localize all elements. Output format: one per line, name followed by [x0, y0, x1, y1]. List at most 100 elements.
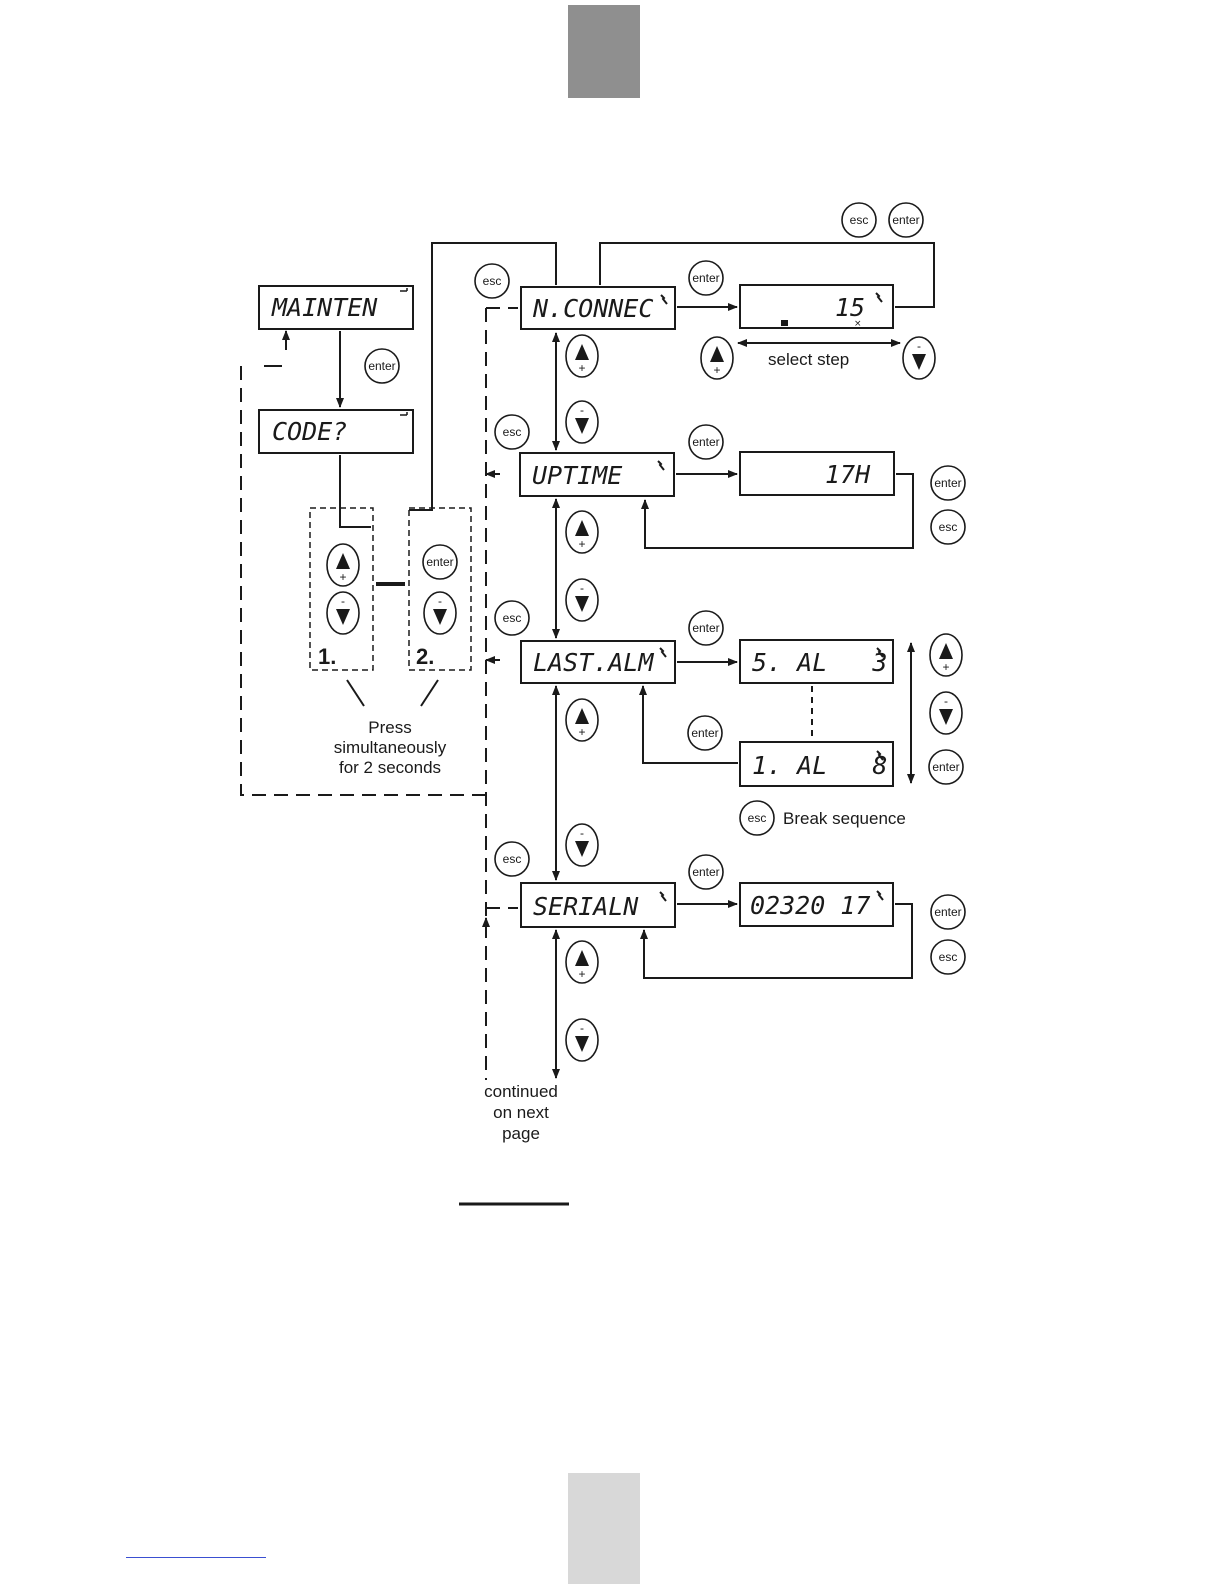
button-sign-label: + — [578, 725, 585, 739]
lcd-mainten-text: MAINTEN — [271, 293, 378, 322]
lcd-mainten — [258, 285, 414, 330]
button-sign-label: - — [580, 581, 584, 595]
arrow-down-icon — [575, 596, 589, 612]
button-sign-label: + — [713, 363, 720, 377]
minus-button[interactable]: - — [565, 400, 599, 444]
dashed-group-2 — [408, 507, 472, 671]
esc-button[interactable]: esc — [494, 414, 530, 450]
esc-button-label: esc — [939, 950, 958, 964]
continued-label-line1: continued — [484, 1082, 558, 1101]
lcd-serialn-text: SERIALN — [533, 892, 639, 921]
minus-button[interactable]: - — [326, 591, 360, 635]
lcd-indicator-icon — [781, 320, 788, 326]
lcd-code — [258, 409, 414, 454]
arrow-down-icon — [575, 841, 589, 857]
plus-button[interactable]: + — [565, 334, 599, 378]
minus-button[interactable]: - — [565, 1018, 599, 1062]
lcd-code-text: CODE? — [272, 417, 347, 446]
esc-button-label: esc — [503, 611, 522, 625]
arrow-down-icon — [575, 1036, 589, 1052]
button-sign-label: - — [438, 594, 442, 608]
button-sign-label: + — [578, 537, 585, 551]
select-step-label: select step — [768, 350, 849, 369]
enter-button[interactable]: enter — [364, 348, 400, 384]
lcd-nconnec-value — [739, 284, 894, 329]
step-1-label: 1. — [318, 644, 336, 669]
arrow-up-icon — [575, 708, 589, 724]
plus-button[interactable]: + — [565, 940, 599, 984]
enter-button[interactable]: enter — [928, 749, 964, 785]
esc-button-label: esc — [748, 811, 767, 825]
button-sign-label: + — [578, 967, 585, 981]
esc-button-label: esc — [503, 425, 522, 439]
footer-link-underline — [126, 1557, 266, 1558]
button-sign-label: - — [580, 1021, 584, 1035]
arrow-down-icon — [336, 609, 350, 625]
lcd-serialn — [520, 882, 676, 928]
esc-button[interactable]: esc — [494, 600, 530, 636]
enter-button[interactable]: enter — [688, 424, 724, 460]
minus-button[interactable]: - — [902, 336, 936, 380]
button-sign-label: - — [580, 403, 584, 417]
plus-button[interactable]: + — [326, 543, 360, 587]
enter-button-label: enter — [426, 555, 453, 569]
lcd-serialn-value — [739, 882, 894, 927]
enter-button[interactable]: enter — [888, 202, 924, 238]
button-sign-label: - — [341, 594, 345, 608]
arrow-down-icon — [433, 609, 447, 625]
esc-button[interactable]: esc — [930, 509, 966, 545]
lcd-cross-icon: × — [854, 319, 862, 329]
enter-button-label: enter — [692, 865, 719, 879]
press-label-line1: Press — [368, 718, 411, 737]
enter-button-label: enter — [892, 213, 919, 227]
page-tab-bottom — [568, 1473, 640, 1584]
press-label-line2: simultaneously — [334, 738, 447, 757]
esc-button-label: esc — [939, 520, 958, 534]
minus-button[interactable]: - — [423, 591, 457, 635]
lcd-lastalm-first — [739, 639, 894, 684]
press-label-line3: for 2 seconds — [339, 758, 441, 777]
enter-button[interactable]: enter — [930, 894, 966, 930]
button-sign-label: - — [944, 694, 948, 708]
enter-button-label: enter — [692, 271, 719, 285]
arrow-up-icon — [575, 520, 589, 536]
arrow-up-icon — [575, 344, 589, 360]
lcd-uptime — [519, 452, 675, 497]
lcd-lastalm-last — [739, 741, 894, 787]
esc-button[interactable]: esc — [494, 841, 530, 877]
esc-button[interactable]: esc — [930, 939, 966, 975]
arrow-down-icon — [939, 709, 953, 725]
minus-button[interactable]: - — [565, 578, 599, 622]
button-sign-label: - — [580, 826, 584, 840]
button-sign-label: - — [917, 339, 921, 353]
enter-button-label: enter — [691, 726, 718, 740]
lcd-lastalm-text: LAST.ALM — [533, 648, 654, 677]
enter-button-label: enter — [934, 476, 961, 490]
plus-button[interactable]: + — [700, 336, 734, 380]
plus-button[interactable]: + — [929, 633, 963, 677]
esc-button-label: esc — [503, 852, 522, 866]
enter-button[interactable]: enter — [688, 260, 724, 296]
esc-button[interactable]: esc — [739, 800, 775, 836]
minus-button[interactable]: - — [929, 691, 963, 735]
lcd-lastalm-first-text: 5. AL 3 — [752, 648, 887, 677]
lcd-serialn-value-text: 02320 17 — [750, 891, 870, 920]
lcd-lastalm — [520, 640, 676, 684]
enter-button[interactable]: enter — [422, 544, 458, 580]
arrow-up-icon — [336, 553, 350, 569]
enter-button[interactable]: enter — [688, 854, 724, 890]
enter-button-label: enter — [692, 435, 719, 449]
esc-button[interactable]: esc — [841, 202, 877, 238]
arrow-down-icon — [575, 418, 589, 434]
esc-button[interactable]: esc — [474, 263, 510, 299]
plus-button[interactable]: + — [565, 510, 599, 554]
enter-button[interactable]: enter — [930, 465, 966, 501]
enter-button[interactable]: enter — [688, 610, 724, 646]
step-2-label: 2. — [416, 644, 434, 669]
arrow-up-icon — [939, 643, 953, 659]
enter-button[interactable]: enter — [687, 715, 723, 751]
minus-button[interactable]: - — [565, 823, 599, 867]
enter-button-label: enter — [368, 359, 395, 373]
plus-button[interactable]: + — [565, 698, 599, 742]
arrow-up-icon — [710, 346, 724, 362]
